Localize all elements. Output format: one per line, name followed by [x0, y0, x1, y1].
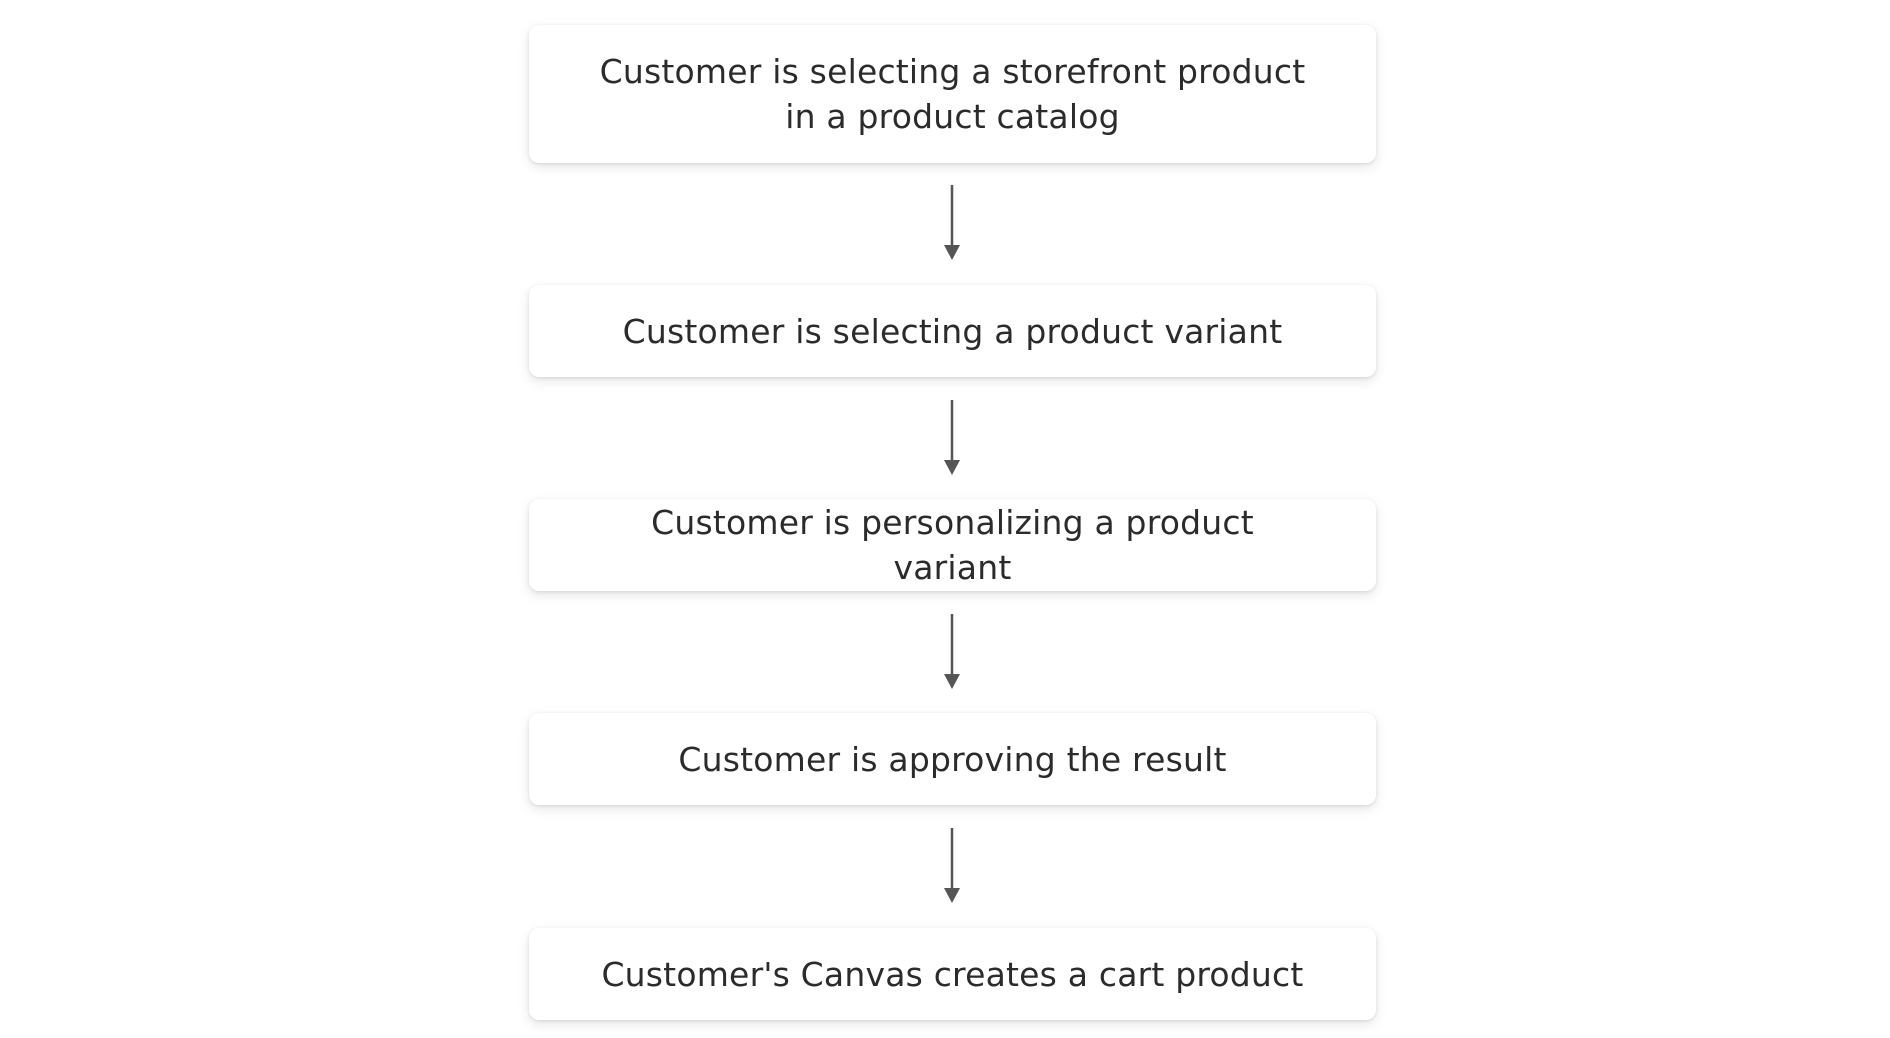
- step-box-approve-result: Customer is approving the result: [529, 713, 1376, 805]
- step-label: Customer is personalizing a product vari…: [651, 503, 1254, 587]
- arrow-down-icon: [944, 400, 960, 475]
- step-box-create-cart-product: Customer's Canvas creates a cart product: [529, 928, 1376, 1020]
- step-label: Customer is selecting a storefront produ…: [599, 52, 1306, 136]
- step-box-select-product-variant: Customer is selecting a product variant: [529, 285, 1376, 377]
- step-label: Customer is approving the result: [678, 739, 1227, 779]
- arrow-down-icon: [944, 828, 960, 903]
- arrow-down-icon: [944, 614, 960, 689]
- arrow-down-icon: [944, 185, 960, 260]
- step-box-personalize-variant: Customer is personalizing a product vari…: [529, 499, 1376, 591]
- step-label: Customer's Canvas creates a cart product: [601, 954, 1304, 994]
- step-label: Customer is selecting a product variant: [622, 311, 1283, 351]
- step-box-select-storefront-product: Customer is selecting a storefront produ…: [529, 25, 1376, 163]
